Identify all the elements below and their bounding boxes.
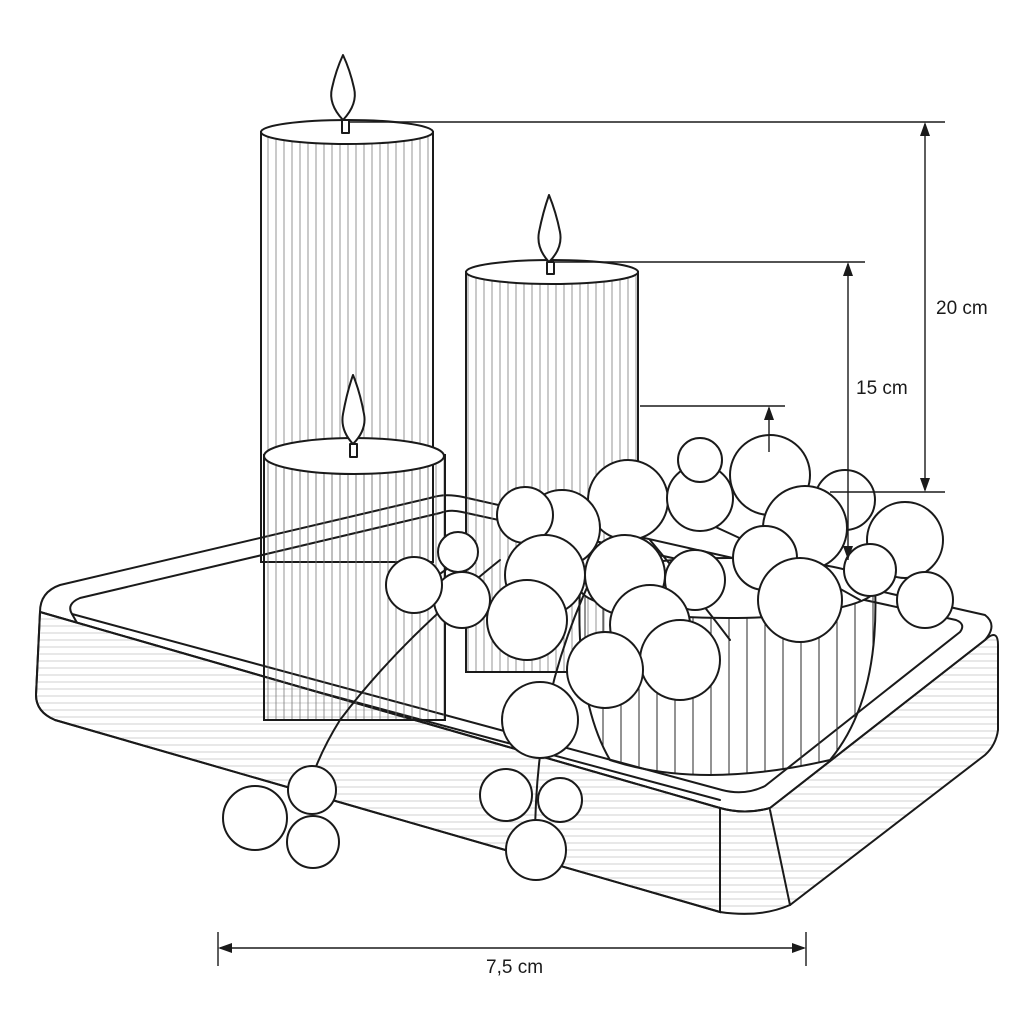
arrow-up-icon: [764, 406, 774, 420]
flame-icon: [537, 194, 562, 263]
dimension-width: [217, 932, 807, 966]
dimension-height-large: [350, 121, 945, 493]
arrow-up-icon: [920, 122, 930, 136]
flame-icon: [330, 54, 356, 121]
height-medium-label: 15 cm: [856, 378, 908, 399]
arrow-down-icon: [920, 478, 930, 492]
dimension-height-medium: [555, 261, 865, 560]
pilea-plant: [222, 434, 954, 881]
dimension-height-small: [640, 405, 785, 452]
flame-icon: [341, 374, 366, 445]
width-label: 7,5 cm: [486, 957, 544, 978]
arrow-left-icon: [218, 943, 232, 953]
arrow-up-icon: [843, 262, 853, 276]
arrow-right-icon: [792, 943, 806, 953]
arrow-down-icon: [843, 546, 853, 560]
height-large-label: 20 cm: [936, 298, 988, 319]
